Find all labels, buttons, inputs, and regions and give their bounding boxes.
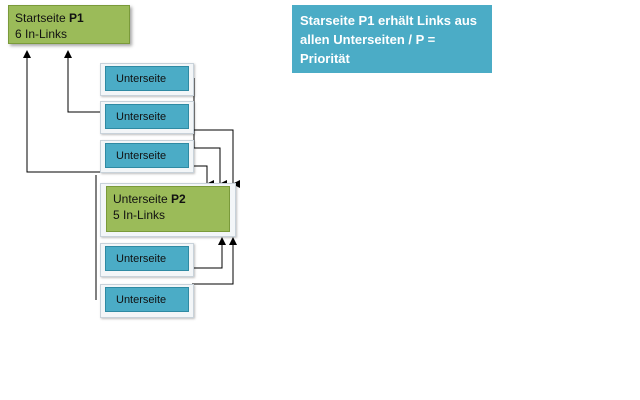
link-arrow-p2-e (192, 237, 237, 285)
link-line-to-p1-outer (23, 50, 100, 173)
priority-note: Starseite P1 erhält Links aus allen Unte… (292, 5, 492, 73)
link-arrow-p2-a (192, 129, 240, 188)
link-arrow-p2-c (192, 165, 214, 188)
p1-title-bold: P1 (69, 11, 84, 25)
link-arrow-p2-b (192, 147, 227, 188)
p1-title-prefix: Startseite (15, 11, 70, 25)
p2-title-bold: P2 (171, 192, 186, 206)
link-arrow-p2-d (192, 237, 226, 269)
p2-links: 5 In-Links (113, 208, 166, 222)
subpage-box-5: Unterseite (105, 287, 189, 312)
p1-title: Startseite P1 (15, 10, 123, 26)
subpage-box-2: Unterseite (105, 104, 189, 129)
subpage-box-1: Unterseite (105, 66, 189, 91)
p1-box: Startseite P1 6 In-Links (8, 5, 130, 44)
subpage-box-3: Unterseite (105, 143, 189, 168)
p1-links: 6 In-Links (15, 27, 68, 41)
p2-box: Unterseite P2 5 In-Links (106, 186, 230, 232)
link-line-to-p1-inner (64, 50, 100, 113)
p2-title-prefix: Unterseite (113, 192, 172, 206)
p2-title: Unterseite P2 (113, 191, 223, 207)
subpage-box-4: Unterseite (105, 246, 189, 271)
